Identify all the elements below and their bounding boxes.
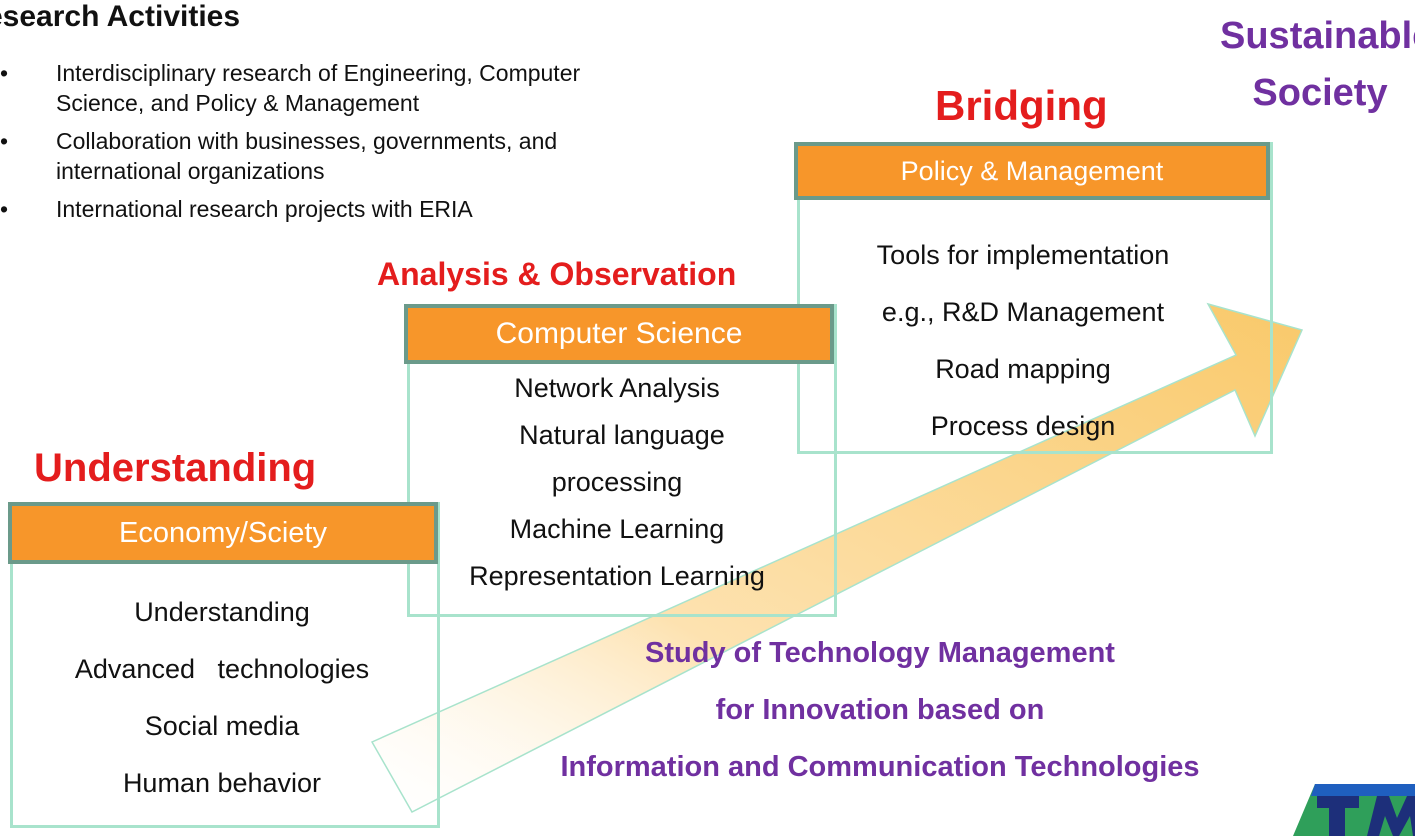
list-item: Process design bbox=[930, 411, 1116, 441]
bullet-icon: • bbox=[0, 60, 9, 86]
summary-text: Study of Technology Management for Innov… bbox=[560, 637, 1200, 783]
box-items-understanding: Understanding Advanced technologies Soci… bbox=[14, 584, 430, 812]
box-items-bridging: Tools for implementation e.g., R&D Manag… bbox=[798, 227, 1248, 455]
list-item: processing bbox=[551, 467, 683, 497]
tm-logo-icon bbox=[1293, 784, 1415, 836]
bullet-icon: • bbox=[0, 128, 9, 154]
list-item: Tools for implementation bbox=[876, 240, 1170, 270]
arrow-shape bbox=[370, 302, 1304, 813]
stage-label-bridging: Bridging bbox=[935, 82, 1108, 129]
list-item: Advanced technologies bbox=[74, 654, 370, 684]
list-item: Human behavior bbox=[122, 768, 322, 798]
list-item: Representation Learning bbox=[469, 561, 765, 591]
bullet-item: • International research projects with E… bbox=[0, 196, 473, 222]
progress-arrow bbox=[370, 302, 1304, 813]
header-economy-society: Economy/Sciety bbox=[8, 502, 438, 564]
list-item: Natural language bbox=[519, 420, 725, 450]
bullet-icon: • bbox=[0, 196, 9, 222]
stage-label-understanding: Understanding bbox=[34, 446, 317, 490]
list-item: e.g., R&D Management bbox=[881, 297, 1165, 327]
page-title: esearch Activities bbox=[0, 0, 241, 33]
box-items-analysis: Network Analysis Natural language proces… bbox=[412, 365, 822, 600]
header-policy-management: Policy & Management bbox=[794, 142, 1270, 200]
list-item: Social media bbox=[144, 711, 300, 741]
bullet-item: • Collaboration with businesses, governm… bbox=[0, 128, 558, 184]
bullet-list: • Interdisciplinary research of Engineer… bbox=[0, 58, 820, 232]
list-item: Road mapping bbox=[935, 354, 1111, 384]
goal-label: Sustainable Society bbox=[1220, 15, 1415, 114]
header-computer-science: Computer Science bbox=[404, 304, 834, 364]
list-item: Machine Learning bbox=[509, 514, 725, 544]
list-item: Understanding bbox=[134, 597, 310, 627]
bullet-item: • Interdisciplinary research of Engineer… bbox=[0, 60, 581, 116]
stage-label-analysis: Analysis & Observation bbox=[377, 256, 737, 292]
list-item: Network Analysis bbox=[514, 373, 720, 403]
